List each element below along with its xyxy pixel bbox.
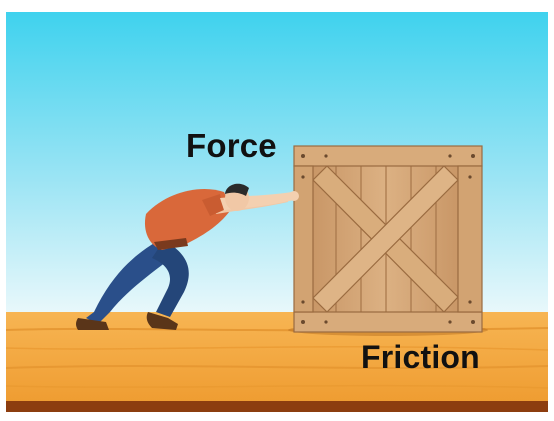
floor-edge xyxy=(6,401,548,412)
force-friction-illustration: Force Friction xyxy=(6,12,548,412)
friction-label: Friction xyxy=(361,339,480,376)
force-label: Force xyxy=(186,127,277,165)
wooden-crate-icon xyxy=(288,146,488,336)
